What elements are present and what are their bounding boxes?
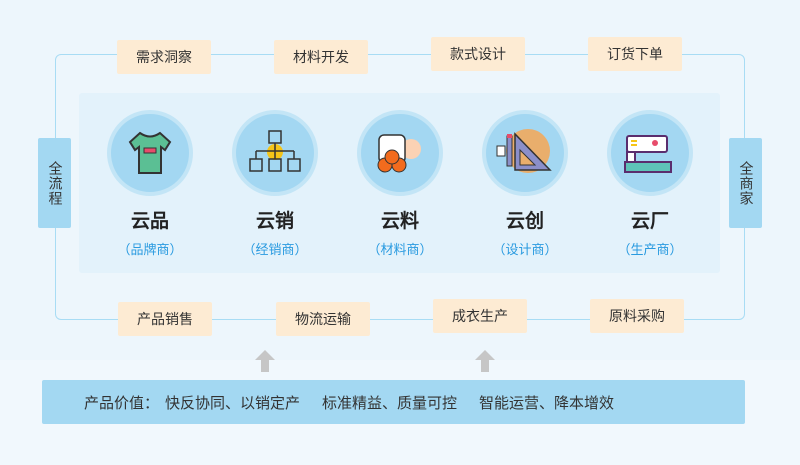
step-garment-production: 成衣生产 bbox=[433, 299, 527, 333]
up-arrow-icon bbox=[475, 350, 495, 372]
step-order: 订货下单 bbox=[588, 37, 682, 71]
step-raw-material-purchase: 原料采购 bbox=[590, 299, 684, 333]
step-style-design: 款式设计 bbox=[431, 37, 525, 71]
module-title: 云厂 bbox=[630, 210, 669, 232]
module-yunchuang: 云创 （设计商） bbox=[470, 110, 580, 258]
step-material-development: 材料开发 bbox=[274, 40, 368, 74]
module-subtitle: （生产商） bbox=[617, 243, 683, 258]
product-value-bar: 产品价值： 快反协同、以销定产 标准精益、质量可控 智能运营、降本增效 bbox=[42, 380, 745, 424]
module-subtitle: （设计商） bbox=[492, 243, 558, 258]
step-demand-insight: 需求洞察 bbox=[117, 40, 211, 74]
side-label-full-process: 全流程 bbox=[38, 138, 71, 228]
module-yunchang: 云厂 （生产商） bbox=[595, 110, 705, 258]
module-yunliao: 云料 （材料商） bbox=[345, 110, 455, 258]
step-product-sales: 产品销售 bbox=[118, 302, 212, 336]
up-arrow-icon bbox=[255, 350, 275, 372]
side-label-all-merchants: 全商家 bbox=[729, 138, 762, 228]
step-logistics: 物流运输 bbox=[276, 302, 370, 336]
value-item: 智能运营、降本增效 bbox=[479, 393, 615, 412]
module-title: 云品 bbox=[130, 210, 169, 232]
design-tools-icon bbox=[482, 110, 568, 196]
value-item: 快反协同、以销定产 bbox=[165, 393, 301, 412]
tshirt-icon bbox=[107, 110, 193, 196]
module-title: 云创 bbox=[505, 210, 544, 232]
module-title: 云料 bbox=[380, 210, 419, 232]
fabric-rolls-icon bbox=[357, 110, 443, 196]
module-subtitle: （经销商） bbox=[242, 243, 308, 258]
module-yunpin: 云品 （品牌商） bbox=[95, 110, 205, 258]
module-subtitle: （材料商） bbox=[367, 243, 433, 258]
sewing-machine-icon bbox=[607, 110, 693, 196]
value-item: 标准精益、质量可控 bbox=[322, 393, 458, 412]
module-yunxiao: 云销 （经销商） bbox=[220, 110, 330, 258]
value-label: 产品价值： bbox=[84, 393, 160, 412]
distribution-boxes-icon bbox=[232, 110, 318, 196]
module-title: 云销 bbox=[255, 210, 294, 232]
module-subtitle: （品牌商） bbox=[117, 243, 183, 258]
